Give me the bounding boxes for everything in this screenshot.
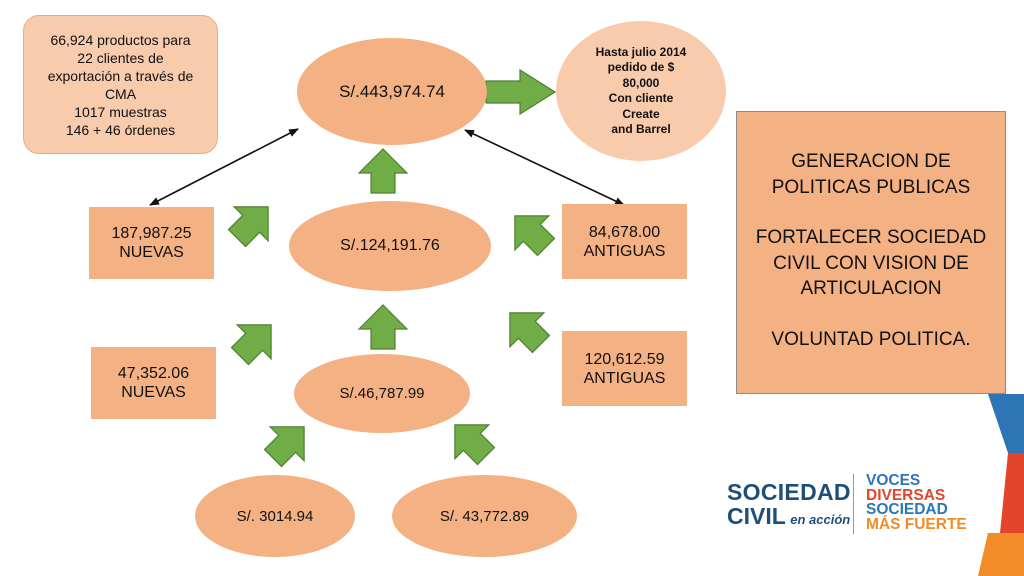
box-value: 187,987.25 <box>111 225 192 242</box>
green-arrow-diag-lower-right <box>492 295 559 362</box>
brand-suffix: en acción <box>790 512 851 527</box>
order-line: Create <box>622 106 660 121</box>
lower-value-ellipse: S/.46,787.99 <box>294 354 470 433</box>
stripe-blue <box>988 394 1024 453</box>
connector-top-to-nuevas <box>149 128 299 206</box>
box-label: ANTIGUAS <box>583 369 666 387</box>
total-value-ellipse: S/.443,974.74 <box>297 38 487 145</box>
connector-top-to-antiguas <box>464 129 625 206</box>
box-value: 84,678.00 <box>588 223 661 241</box>
policy-line: POLITICAS PUBLICAS <box>771 176 971 198</box>
brand-line-1: SOCIEDAD <box>727 479 851 505</box>
brand-line-2-row: CIVIL en acción <box>727 504 851 532</box>
middle-value-ellipse: S/.124,191.76 <box>289 201 491 291</box>
green-arrow-up-middle <box>358 304 408 350</box>
brand-slogan: VOCES DIVERSAS SOCIEDAD MÁS FUERTE <box>866 472 967 533</box>
logo-divider <box>853 474 854 534</box>
note-line: 146 + 46 órdenes <box>65 121 176 138</box>
box-value: 47,352.06 <box>117 365 190 382</box>
order-line: Hasta julio 2014 <box>595 44 687 59</box>
policy-line: ARTICULACION <box>800 278 942 299</box>
order-line: 80,000 <box>622 75 660 90</box>
bottom-right-value: S/. 43,772.89 <box>439 507 530 525</box>
lower-value: S/.46,787.99 <box>339 385 425 402</box>
note-line: CMA <box>104 85 137 102</box>
green-arrow-up-top <box>358 148 408 194</box>
box-old-lower: 120,612.59 ANTIGUAS <box>562 331 687 406</box>
order-line: pedido de $ <box>607 60 675 74</box>
green-arrow-diag-upper-left <box>219 189 286 256</box>
box-label: ANTIGUAS <box>583 242 666 260</box>
green-arrow-diag-lower-left <box>222 307 289 374</box>
total-value: S/.443,974.74 <box>339 81 445 101</box>
green-arrow-diag-bottom-left <box>255 409 322 476</box>
brand-line-2: CIVIL <box>727 503 786 529</box>
bottom-left-value: S/. 3014.94 <box>236 507 314 525</box>
brand-logo: SOCIEDAD CIVIL en acción <box>727 480 851 532</box>
note-line: exportación a través de <box>47 67 194 84</box>
stripe-red <box>1000 453 1024 533</box>
note-line: 1017 muestras <box>74 103 167 120</box>
bottom-left-ellipse: S/. 3014.94 <box>195 475 355 557</box>
order-line: Con cliente <box>608 91 674 105</box>
bottom-right-ellipse: S/. 43,772.89 <box>392 475 577 557</box>
policy-line: VOLUNTAD POLITICA. <box>771 328 971 350</box>
box-old-upper: 84,678.00 ANTIGUAS <box>562 204 687 279</box>
policy-line: CIVIL CON VISION DE <box>773 252 969 274</box>
box-new-upper: 187,987.25 NUEVAS <box>89 207 214 279</box>
note-line: 66,924 productos para <box>50 31 191 48</box>
order-line: and Barrel <box>611 122 671 136</box>
green-arrow-right <box>485 68 557 116</box>
slogan-line: DIVERSAS <box>866 486 946 504</box>
policy-box: GENERACION DE POLITICAS PUBLICAS FORTALE… <box>736 111 1006 394</box>
box-label: NUEVAS <box>121 384 186 401</box>
box-label: NUEVAS <box>119 244 184 261</box>
export-summary-note: 66,924 productos para 22 clientes de exp… <box>23 15 218 154</box>
order-note-circle: Hasta julio 2014 pedido de $ 80,000 Con … <box>556 21 726 161</box>
middle-value: S/.124,191.76 <box>340 237 440 254</box>
policy-line: FORTALECER SOCIEDAD <box>755 227 987 248</box>
slogan-line: MÁS FUERTE <box>866 515 967 533</box>
slogan-line: SOCIEDAD <box>866 501 948 519</box>
green-arrow-diag-upper-right <box>497 198 564 265</box>
policy-line: GENERACION DE <box>791 151 951 172</box>
slogan-line: VOCES <box>866 472 921 489</box>
box-value: 120,612.59 <box>584 350 665 368</box>
box-new-lower: 47,352.06 NUEVAS <box>91 347 216 419</box>
stripe-orange <box>978 533 1024 576</box>
note-line: 22 clientes de <box>77 49 164 66</box>
